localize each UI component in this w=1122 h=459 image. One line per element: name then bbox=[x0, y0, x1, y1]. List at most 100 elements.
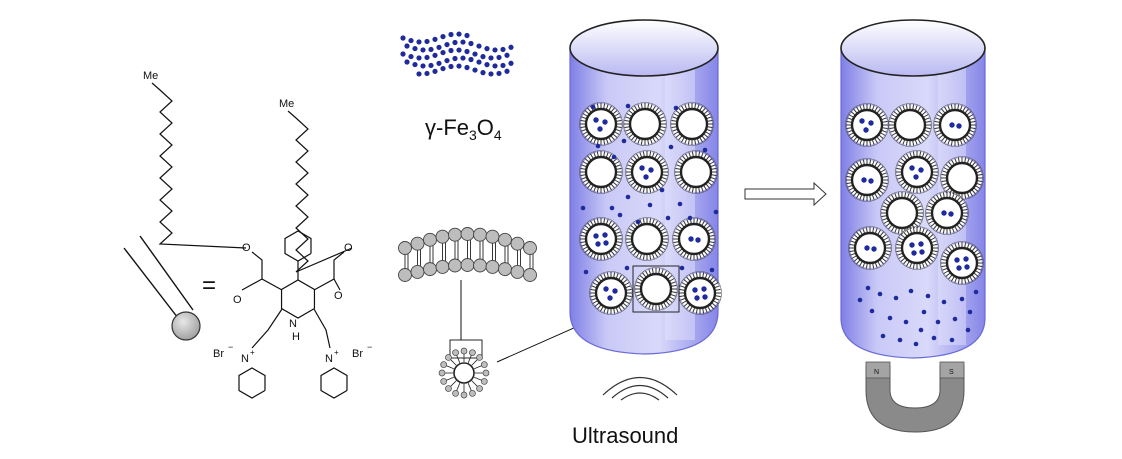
nanoparticle bbox=[508, 60, 514, 66]
free-nanoparticle bbox=[709, 267, 715, 273]
micelle-core bbox=[453, 362, 475, 384]
free-nanoparticle bbox=[647, 202, 653, 208]
lipid-head bbox=[473, 258, 487, 273]
vesicle bbox=[880, 191, 924, 235]
nanoparticle bbox=[424, 70, 430, 77]
nanoparticle bbox=[464, 32, 470, 39]
encapsulated-nanoparticle bbox=[593, 117, 599, 123]
encapsulated-nanoparticle bbox=[603, 286, 609, 292]
free-nanoparticle bbox=[590, 104, 596, 110]
dihydropyridine-ring bbox=[280, 279, 316, 319]
micelle-tail bbox=[456, 355, 461, 363]
carbonyl-left bbox=[241, 278, 263, 291]
free-nanoparticle bbox=[679, 265, 685, 271]
encapsulated-nanoparticle bbox=[956, 265, 962, 271]
lipid-head bbox=[435, 229, 450, 244]
nanoparticle bbox=[472, 67, 478, 73]
encapsulated-nanoparticle bbox=[612, 288, 618, 294]
free-nanoparticle bbox=[659, 187, 665, 193]
micelle-tail bbox=[446, 365, 454, 370]
encapsulated-nanoparticle bbox=[694, 295, 700, 301]
encapsulated-nanoparticle bbox=[602, 119, 608, 125]
lipid-head bbox=[423, 232, 437, 247]
micelle-head bbox=[438, 369, 446, 377]
nanoparticle bbox=[432, 52, 438, 58]
lipid-head bbox=[485, 259, 500, 274]
vesicle bbox=[579, 102, 623, 146]
lipid-head bbox=[398, 268, 412, 282]
nanoparticle bbox=[420, 63, 426, 69]
free-nanoparticle bbox=[625, 103, 631, 109]
lipid-head bbox=[498, 262, 512, 277]
free-nanoparticle bbox=[965, 327, 971, 333]
bromide-left: Br bbox=[213, 348, 224, 360]
nanoparticle bbox=[420, 47, 426, 53]
magnet-icon bbox=[865, 361, 965, 433]
ultrasound-label: Ultrasound bbox=[572, 423, 678, 448]
lipid-head bbox=[410, 236, 425, 251]
lipid-head bbox=[523, 268, 537, 282]
nanoparticle bbox=[464, 48, 470, 55]
micelle-head bbox=[480, 361, 488, 368]
encapsulated-nanoparticle bbox=[695, 237, 701, 243]
encapsulated-nanoparticle bbox=[954, 257, 960, 263]
nanoparticle bbox=[492, 47, 498, 53]
vesicle bbox=[845, 103, 889, 147]
vesicle bbox=[625, 150, 669, 194]
micelle-tail bbox=[467, 355, 472, 363]
nanoparticle bbox=[408, 37, 414, 44]
free-nanoparticle bbox=[967, 309, 973, 315]
free-nanoparticle bbox=[973, 289, 979, 295]
nanoparticle bbox=[428, 46, 434, 53]
free-nanoparticle bbox=[702, 147, 708, 153]
vesicle bbox=[933, 103, 977, 147]
encapsulated-nanoparticle bbox=[595, 241, 601, 247]
micelle-head bbox=[476, 385, 483, 392]
nanoparticle bbox=[480, 70, 486, 76]
free-nanoparticle bbox=[665, 215, 671, 221]
encapsulated-nanoparticle bbox=[639, 165, 645, 171]
nanoparticle bbox=[432, 68, 438, 74]
nanoparticle bbox=[416, 71, 422, 77]
free-nanoparticle bbox=[903, 319, 909, 325]
chemical-structure bbox=[151, 82, 353, 399]
carbonyl-oxygen-right: O bbox=[334, 290, 343, 302]
free-nanoparticle bbox=[952, 316, 958, 322]
nanoparticle bbox=[460, 55, 466, 61]
free-nanoparticle bbox=[921, 309, 927, 315]
encapsulated-nanoparticle bbox=[597, 126, 603, 132]
encapsulated-nanoparticle bbox=[701, 286, 707, 292]
lipid-head bbox=[448, 227, 462, 242]
encapsulated-nanoparticle bbox=[948, 211, 954, 217]
encapsulated-nanoparticle bbox=[909, 242, 915, 248]
nanoparticle bbox=[456, 47, 462, 53]
micelle-head bbox=[480, 378, 488, 385]
nanoparticle bbox=[484, 62, 490, 68]
nanoparticle bbox=[444, 57, 450, 64]
lipid-head bbox=[523, 241, 537, 255]
nanoparticle bbox=[496, 54, 502, 61]
micelle-tail bbox=[471, 359, 478, 366]
nanoparticle bbox=[472, 51, 478, 57]
micelle-highlight-box bbox=[632, 265, 680, 313]
nanoparticle bbox=[412, 45, 418, 52]
nanoparticle bbox=[504, 68, 510, 74]
encapsulated-nanoparticle bbox=[593, 233, 599, 239]
vesicle bbox=[623, 102, 667, 146]
free-nanoparticle bbox=[959, 296, 965, 302]
encapsulated-nanoparticle bbox=[868, 120, 874, 126]
phenyl-ring bbox=[284, 230, 312, 262]
micelle-head bbox=[460, 347, 468, 355]
micelle-tail bbox=[471, 380, 478, 387]
lipid-head bbox=[435, 259, 450, 274]
free-nanoparticle bbox=[580, 205, 586, 211]
encapsulated-nanoparticle bbox=[963, 256, 969, 262]
nanoparticle bbox=[464, 64, 470, 71]
nanoparticle bbox=[444, 41, 450, 48]
micelle-tail bbox=[446, 376, 454, 381]
encapsulated-nanoparticle bbox=[909, 165, 915, 171]
methylene-right bbox=[313, 308, 331, 349]
encapsulated-nanoparticle bbox=[859, 118, 865, 124]
nanoparticle bbox=[480, 54, 486, 60]
